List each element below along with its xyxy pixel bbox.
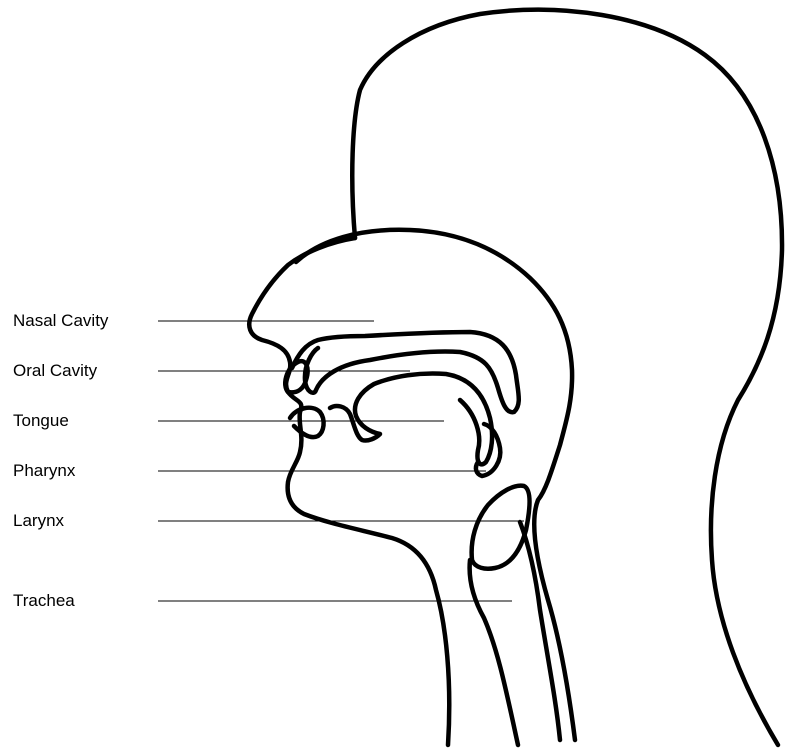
label-pharynx: Pharynx bbox=[13, 461, 75, 481]
pharynx-back-wall bbox=[296, 230, 575, 740]
label-oral-cavity: Oral Cavity bbox=[13, 361, 97, 381]
label-larynx: Larynx bbox=[13, 511, 64, 531]
label-trachea: Trachea bbox=[13, 591, 75, 611]
label-tongue: Tongue bbox=[13, 411, 69, 431]
head-front-outline bbox=[249, 238, 449, 745]
tongue-body bbox=[330, 373, 492, 464]
airway-front-wall bbox=[470, 560, 518, 745]
head-back-outline bbox=[352, 10, 782, 745]
lower-lip bbox=[290, 408, 324, 437]
label-nasal-cavity: Nasal Cavity bbox=[13, 311, 108, 331]
